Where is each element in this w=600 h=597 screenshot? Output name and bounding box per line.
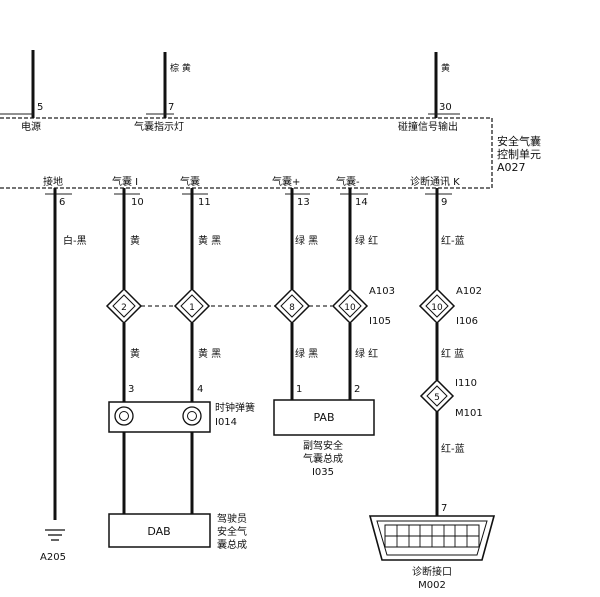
label-crash-output: 碰撞信号输出 [398,120,458,133]
junction-code-a102: A102 [456,286,482,297]
pin-11: 11 [198,197,211,208]
airbag-control-module: 安全气囊 控制单元 A027 [0,117,541,189]
wire-color-ground: 白-黑 [63,234,87,247]
wire-color-airbag-1: 黄 [130,234,140,247]
wire-color-airbag-1-lower: 黄 [130,347,140,360]
label-ground: 接地 [43,175,63,188]
diag-port-pin-7: 7 [441,503,447,514]
label-airbag-1: 气囊 I [112,175,138,188]
pin-9: 9 [441,197,447,208]
clock-spring-code: I014 [215,417,237,428]
svg-text:1: 1 [189,303,195,313]
dab-name-line2: 安全气 [217,525,247,538]
label-airbag-2: 气囊 [180,175,200,188]
wire-color-airbag-minus: 绿 红 [355,234,378,247]
ground-code: A205 [40,552,66,563]
wire-color-indicator: 棕 黄 [170,62,191,74]
label-airbag-plus: 气囊+ [272,175,300,188]
clock-spring-pin-4: 4 [197,384,203,395]
pin-13: 13 [297,197,310,208]
passenger-airbag-module: PAB [273,399,375,436]
junction-8: 8 [273,287,311,325]
pab-name-line2: 气囊总成 [303,452,343,465]
pin-10: 10 [131,197,144,208]
wire-color-diag: 红-蓝 [441,234,465,247]
wire-color-diag-lower: 红-蓝 [441,442,465,455]
wire-color-crash-output: 黄 [441,62,450,74]
label-indicator: 气囊指示灯 [134,120,184,133]
label-power: 电源 [21,120,41,133]
diagnostic-port-icon [368,515,496,561]
top-wires [31,50,438,118]
junction-5: 5 [419,378,455,414]
module-name-line1: 安全气囊 [497,134,541,148]
diag-port-name: 诊断接口 [412,565,452,578]
wire-color-airbag-plus-lower: 绿 黑 [295,347,318,360]
wire-color-airbag-plus: 绿 黑 [295,234,318,247]
junction-2: 2 [105,287,143,325]
pin-5: 5 [37,102,43,113]
clock-spring [108,401,211,433]
pab-pin-2: 2 [354,384,360,395]
wire-color-airbag-minus-lower: 绿 红 [355,347,378,360]
ground-icon [45,529,65,541]
module-name-line2: 控制单元 [497,147,541,161]
junction-10-a102: 10 [418,287,456,325]
label-airbag-minus: 气囊- [336,175,360,188]
clock-spring-name: 时钟弹簧 [215,401,255,414]
junction-code-i110: I110 [455,378,477,389]
svg-text:5: 5 [434,393,440,403]
pin-6: 6 [59,197,65,208]
dab-name-line1: 驾驶员 [217,512,247,525]
wire-color-airbag-2-lower: 黄 黑 [198,347,221,360]
junction-10-a103: 10 [331,287,369,325]
junction-code-a103: A103 [369,286,395,297]
svg-text:10: 10 [344,303,356,313]
diag-port-code: M002 [418,580,446,591]
pin-30: 30 [439,102,452,113]
wire-color-diag-mid: 红 蓝 [441,347,464,360]
pin-14: 14 [355,197,368,208]
driver-airbag-module: DAB [108,513,211,548]
module-code: A027 [497,161,526,174]
wire-color-airbag-2: 黄 黑 [198,234,221,247]
svg-text:8: 8 [289,303,295,313]
dab-name-line3: 囊总成 [217,538,247,551]
pab-pin-1: 1 [296,384,302,395]
junction-code-i105: I105 [369,316,391,327]
pab-code: I035 [312,467,334,478]
clock-spring-pin-3: 3 [128,384,134,395]
label-diag-k: 诊断通讯 K [410,175,460,188]
dab-label: DAB [147,525,170,538]
wires-main [53,188,439,520]
svg-text:2: 2 [121,303,127,313]
pab-name-line1: 副驾安全 [303,439,343,452]
pin-7: 7 [168,102,174,113]
junction-code-m101: M101 [455,408,483,419]
junction-1: 1 [173,287,211,325]
pab-label: PAB [313,411,334,424]
junction-code-i106: I106 [456,316,478,327]
svg-text:10: 10 [431,303,443,313]
